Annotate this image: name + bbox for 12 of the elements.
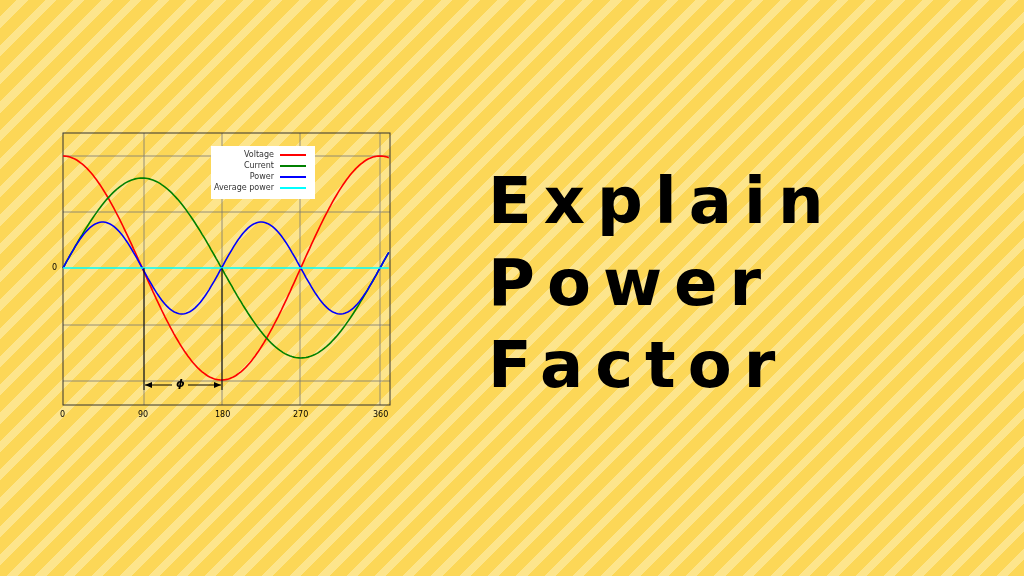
phase-angle-label: ϕ xyxy=(176,379,185,389)
legend-label: Power xyxy=(249,172,274,182)
axis-tick-label: 90 xyxy=(138,410,149,420)
legend-label: Voltage xyxy=(244,150,274,160)
legend-label: Current xyxy=(243,161,274,171)
axis-tick-label: 180 xyxy=(215,410,231,420)
axis-tick-label: 270 xyxy=(293,410,309,420)
legend-label: Average power xyxy=(213,183,274,193)
axis-tick-label: 360 xyxy=(373,410,389,420)
axis-tick-label: 0 xyxy=(60,410,66,420)
axis-tick-label: 0 xyxy=(52,263,58,273)
title: Explain Power Factor xyxy=(488,163,837,404)
